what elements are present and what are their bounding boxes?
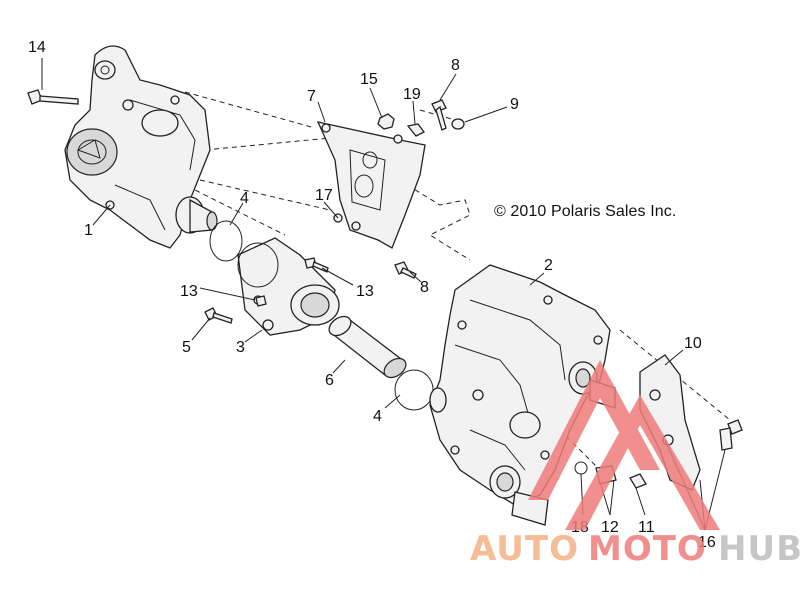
callout-13-right: 13 xyxy=(356,283,374,300)
bolt-8-top xyxy=(431,99,447,131)
callout-13-left: 13 xyxy=(180,283,198,300)
watermark-logo: AUTO MOTO HUB xyxy=(470,360,800,569)
callout-17: 17 xyxy=(315,187,333,204)
callout-9: 9 xyxy=(510,96,519,113)
front-gearcase xyxy=(64,45,218,249)
callout-15: 15 xyxy=(360,71,378,88)
watermark-triangle-right xyxy=(565,395,720,530)
callout-8-top: 8 xyxy=(451,57,460,74)
watermark-text-auto: AUTO xyxy=(470,529,579,569)
callout-1: 1 xyxy=(84,222,93,239)
transmission-case xyxy=(429,264,616,526)
washer-9 xyxy=(451,118,465,130)
callout-4-upper: 4 xyxy=(240,190,249,207)
callout-19: 19 xyxy=(403,86,421,103)
clip-19 xyxy=(406,123,425,137)
drive-sleeve xyxy=(328,315,407,379)
bolt-14 xyxy=(27,89,79,105)
callout-10: 10 xyxy=(684,335,702,352)
callout-3: 3 xyxy=(236,339,245,356)
watermark-text-moto: MOTO xyxy=(588,529,707,569)
bolt-5 xyxy=(204,307,233,324)
mount-bracket xyxy=(316,121,426,249)
callout-8-lower: 8 xyxy=(420,279,429,296)
watermark-triangle-left xyxy=(528,360,660,500)
bolt-16 xyxy=(719,419,743,451)
callout-5: 5 xyxy=(182,339,191,356)
copyright-notice: © 2010 Polaris Sales Inc. xyxy=(494,203,677,220)
nut-15 xyxy=(377,113,395,130)
callout-12: 12 xyxy=(601,519,619,536)
o-ring-upper xyxy=(209,220,243,262)
callout-14: 14 xyxy=(28,39,46,56)
callout-16: 16 xyxy=(698,534,716,551)
callout-4-lower: 4 xyxy=(373,408,382,425)
callout-11: 11 xyxy=(638,519,655,536)
screw-11 xyxy=(629,473,647,489)
coupler-housing xyxy=(237,237,340,336)
o-ring-lower xyxy=(394,369,434,411)
callout-6: 6 xyxy=(325,372,334,389)
bolt-8-lower xyxy=(394,261,417,279)
washer-18 xyxy=(574,461,588,475)
bolt-13-left xyxy=(255,295,267,307)
callout-7: 7 xyxy=(307,88,316,105)
watermark-text-hub: HUB xyxy=(718,529,800,569)
callout-2: 2 xyxy=(544,257,553,274)
